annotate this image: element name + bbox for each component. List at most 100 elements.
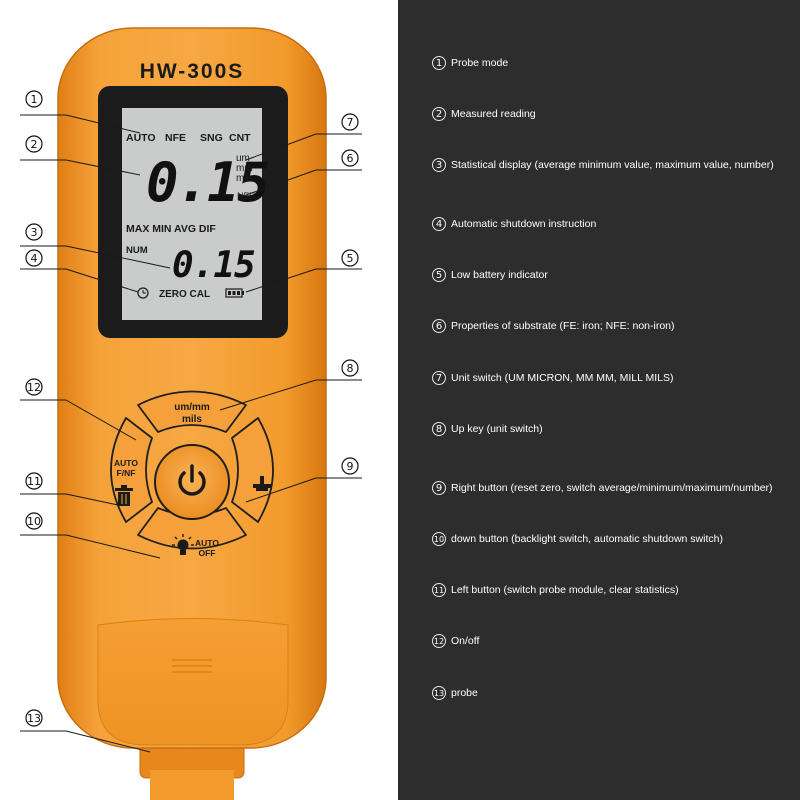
svg-text:AUTO: AUTO [114, 458, 138, 468]
lcd-mode-nfe: NFE [165, 132, 186, 144]
legend-text: Properties of substrate (FE: iron; NFE: … [451, 320, 675, 332]
device-svg: HW-300S AUTO NFE SNG CNT 0.15 um mm mils… [20, 27, 362, 800]
legend-number: 10 [432, 532, 446, 546]
svg-text:4: 4 [31, 252, 38, 265]
legend-item: 12 On/off [432, 634, 479, 648]
svg-text:11: 11 [27, 475, 41, 488]
legend-item: 3 Statistical display (average minimum va… [432, 158, 774, 172]
svg-text:13: 13 [27, 712, 41, 725]
legend-text: Statistical display (average minimum val… [451, 159, 774, 171]
legend-number: 4 [432, 217, 446, 231]
callout-6: 6 [341, 149, 359, 167]
callout-5: 5 [341, 249, 359, 267]
callout-lines [20, 114, 362, 753]
legend-number: 1 [432, 56, 446, 70]
callout-numbers: 1 2 3 4 5 6 7 8 12 9 11 10 13 [25, 90, 359, 727]
grip-lines [172, 659, 212, 673]
legend-text: Probe mode [451, 57, 509, 69]
svg-text:3: 3 [31, 226, 38, 239]
svg-text:OFF: OFF [199, 548, 216, 558]
legend-text: down button (backlight switch, automatic… [451, 533, 723, 545]
clock-icon [137, 287, 149, 299]
callout-1: 1 [25, 90, 43, 108]
callout-11: 11 [25, 472, 43, 490]
legend-number: 7 [432, 371, 446, 385]
callout-2: 2 [25, 135, 43, 153]
legend-number: 9 [432, 481, 446, 495]
lcd-substrate: NFE [237, 191, 255, 201]
legend-item: 9 Right button (reset zero, switch averag… [432, 481, 773, 495]
device-illustration: HW-300S AUTO NFE SNG CNT 0.15 um mm mils… [0, 0, 398, 800]
lcd-mode-auto: AUTO [126, 132, 156, 144]
legend-number: 12 [432, 634, 446, 648]
legend-item: 1 Probe mode [432, 56, 508, 70]
svg-text:mils: mils [182, 414, 202, 425]
up-unit-button[interactable]: um/mm mils [137, 390, 247, 433]
callout-9: 9 [341, 457, 359, 475]
legend-text: Unit switch (UM MICRON, MM MM, MILL MILS… [451, 372, 674, 384]
legend-text: Left button (switch probe module, clear … [451, 584, 679, 596]
left-auto-fnf-button[interactable]: AUTO F/NF [110, 417, 153, 523]
lcd-unit-um: um [236, 153, 250, 164]
legend-item: 13 probe [432, 686, 478, 700]
callout-3: 3 [25, 223, 43, 241]
legend-item: 4 Automatic shutdown instruction [432, 217, 596, 231]
legend-item: 7 Unit switch (UM MICRON, MM MM, MILL MIL… [432, 371, 673, 385]
svg-text:2: 2 [31, 138, 38, 151]
lcd-mode-cnt: CNT [229, 132, 251, 144]
zero-icon [253, 476, 271, 491]
power-button[interactable] [154, 444, 230, 520]
svg-text:5: 5 [347, 252, 354, 265]
legend-item: 8 Up key (unit switch) [432, 422, 543, 436]
svg-text:AUTO: AUTO [195, 538, 219, 548]
legend-number: 3 [432, 158, 446, 172]
legend-number: 13 [432, 686, 446, 700]
svg-text:um/mm: um/mm [174, 402, 210, 413]
legend-number: 6 [432, 319, 446, 333]
svg-text:8: 8 [347, 362, 354, 375]
callout-7: 7 [341, 113, 359, 131]
bulb-icon [172, 534, 194, 555]
legend-item: 10 down button (backlight switch, automat… [432, 532, 723, 546]
svg-text:F/NF: F/NF [117, 468, 136, 478]
svg-text:10: 10 [27, 515, 41, 528]
legend-text: Measured reading [451, 108, 536, 120]
lcd-main-reading: 0.15 [146, 151, 269, 214]
legend-item: 2 Measured reading [432, 107, 536, 121]
legend-item: 11 Left button (switch probe module, clea… [432, 583, 679, 597]
legend-text: On/off [451, 635, 480, 647]
legend-text: Up key (unit switch) [451, 423, 543, 435]
legend-number: 11 [432, 583, 446, 597]
lcd-stat-reading: 0.15 [172, 245, 255, 286]
callout-8: 8 [341, 359, 359, 377]
lcd-unit-mils: mils [236, 173, 254, 184]
probe-base [150, 770, 234, 800]
legend-text: probe [451, 687, 478, 699]
lcd-stats-labels: MAX MIN AVG DIF [126, 223, 216, 235]
callout-13: 13 [25, 709, 43, 727]
svg-text:7: 7 [347, 116, 354, 129]
lcd-zero-cal: ZERO CAL [159, 289, 210, 300]
legend-item: 5 Low battery indicator [432, 268, 548, 282]
grip-recess [97, 618, 289, 746]
power-icon [178, 464, 206, 496]
legend-text: Right button (reset zero, switch average… [451, 482, 773, 494]
trash-icon [115, 485, 133, 506]
battery-icon [225, 288, 244, 298]
lcd-mode-sng: SNG [200, 132, 223, 144]
legend-number: 8 [432, 422, 446, 436]
svg-text:6: 6 [347, 152, 354, 165]
legend-number: 5 [432, 268, 446, 282]
lcd-unit-mm: mm [236, 163, 253, 174]
svg-text:12: 12 [27, 381, 41, 394]
lcd-num-label: NUM [126, 245, 148, 256]
legend-text: Low battery indicator [451, 269, 548, 281]
legend-number: 2 [432, 107, 446, 121]
callout-4: 4 [25, 249, 43, 267]
legend-text: Automatic shutdown instruction [451, 218, 597, 230]
svg-text:9: 9 [347, 460, 354, 473]
callout-12: 12 [25, 378, 43, 396]
lcd-screen [122, 108, 262, 320]
legend-panel: 1 Probe mode 2 Measured reading 3 Statistic… [398, 0, 800, 800]
model-name: HW-300S [140, 60, 245, 83]
